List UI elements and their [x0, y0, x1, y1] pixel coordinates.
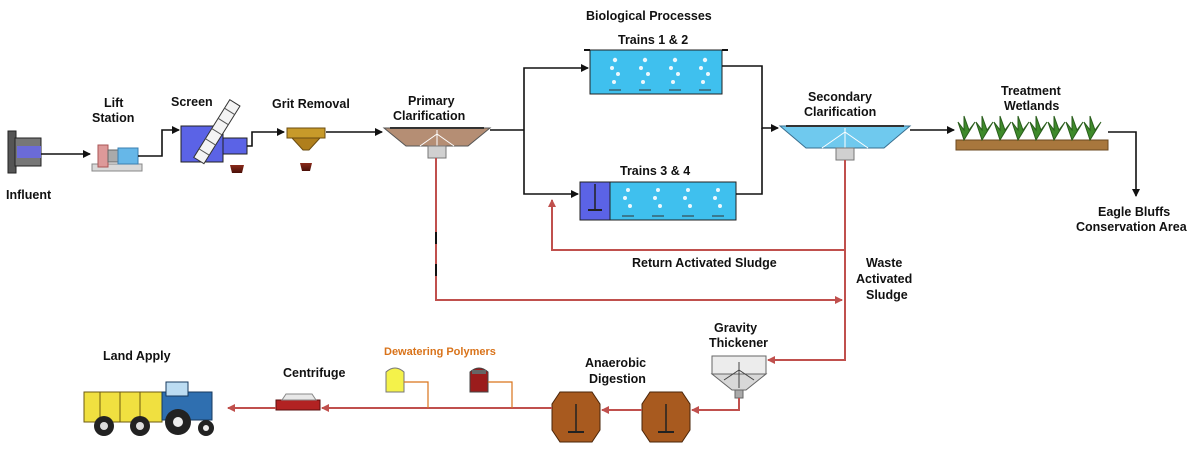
lift-station-label-line1: Lift	[104, 96, 124, 110]
sludge-flow-lines	[227, 158, 846, 414]
waste-activated-sludge-label-line1: Waste	[866, 256, 903, 270]
trains-1-2-label: Trains 1 & 2	[618, 33, 689, 47]
land-apply-tractor-icon	[83, 381, 214, 436]
primary-clarification-label-line2: Clarification	[393, 109, 466, 123]
influent-label: Influent	[6, 188, 52, 202]
polymer-feed-lines	[404, 381, 513, 408]
anaerobic-digestion-label-line2: Digestion	[589, 372, 646, 386]
eagle-bluffs-label-line2: Conservation Area	[1076, 220, 1187, 234]
secondary-clarifier-icon	[778, 125, 912, 161]
polymer-tank-yellow-icon	[385, 367, 405, 393]
primary-clarifier-icon	[382, 127, 492, 159]
treatment-wetlands-label-line2: Wetlands	[1004, 99, 1060, 113]
biological-processes-label: Biological Processes	[586, 9, 712, 23]
polymer-tank-red-icon	[469, 367, 489, 393]
land-apply-label: Land Apply	[103, 349, 171, 363]
dewatering-polymers-label: Dewatering Polymers	[384, 346, 496, 358]
grit-removal-label: Grit Removal	[272, 97, 350, 111]
anaerobic-digester-icon	[551, 391, 601, 443]
centrifuge-icon	[275, 393, 321, 411]
waste-activated-sludge-label-line2: Activated	[856, 272, 913, 286]
gravity-thickener-label-line1: Gravity	[714, 321, 758, 335]
secondary-clarification-label-line2: Clarification	[804, 105, 877, 119]
primary-clarification-label-line1: Primary	[408, 94, 455, 108]
water-flow-lines	[41, 64, 1140, 198]
anaerobic-digestion-label-line1: Anaerobic	[585, 356, 647, 370]
screen-label: Screen	[171, 95, 213, 109]
eagle-bluffs-label-line1: Eagle Bluffs	[1098, 205, 1171, 219]
trains-3-4-label: Trains 3 & 4	[620, 164, 691, 178]
gravity-thickener-icon	[710, 355, 768, 399]
lift-station-pump-icon	[91, 144, 143, 172]
treatment-wetlands-label-line1: Treatment	[1001, 84, 1061, 98]
return-activated-sludge-label: Return Activated Sludge	[632, 256, 777, 270]
secondary-clarification-label-line1: Secondary	[808, 90, 872, 104]
screen-unit-icon	[180, 98, 248, 173]
treatment-wetlands-icon	[955, 115, 1109, 151]
gravity-thickener-label-line2: Thickener	[709, 336, 769, 350]
waste-activated-sludge-label-line3: Sludge	[866, 288, 908, 302]
aeration-basin-trains-3-4	[579, 181, 737, 221]
lift-station-label-line2: Station	[92, 111, 135, 125]
influent-pipe-icon	[7, 130, 42, 174]
grit-removal-icon	[286, 127, 326, 171]
anaerobic-digester-icon	[641, 391, 691, 443]
centrifuge-label: Centrifuge	[283, 366, 346, 380]
aeration-basin-trains-1-2	[584, 49, 728, 95]
